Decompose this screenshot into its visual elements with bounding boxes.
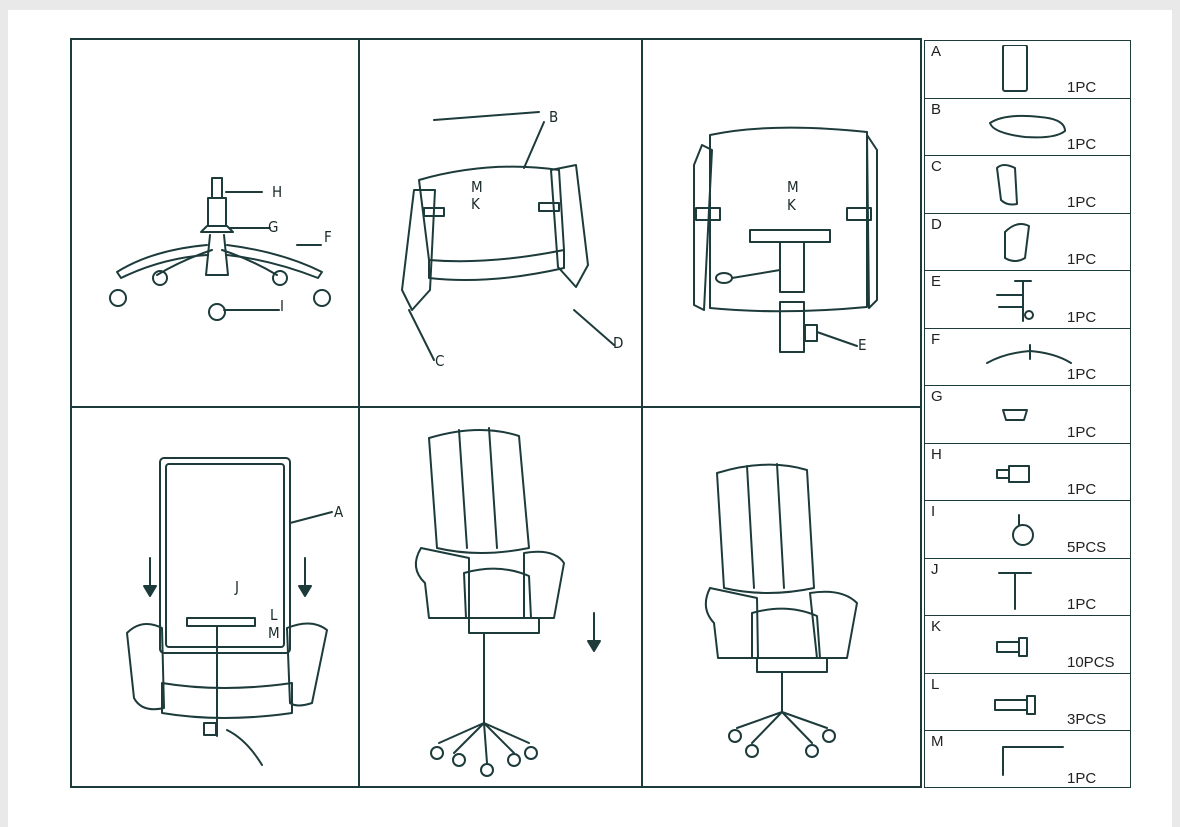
part-qty: 1PC [1067, 769, 1097, 787]
part-row-l: L 3PCS [925, 674, 1130, 731]
base-icon [986, 343, 1072, 364]
part-qty: 3PCS [1067, 711, 1107, 728]
part-row-b: B 1PC [925, 99, 1130, 156]
part-letter: M [931, 733, 944, 750]
callout-a: A [334, 503, 344, 521]
armrest-right-icon [1004, 222, 1030, 262]
instruction-page [8, 10, 1172, 827]
callout-g: G [268, 218, 279, 236]
part-row-f: F 1PC [925, 329, 1130, 386]
step-5-chair-mount [359, 408, 641, 788]
part-letter: K [931, 618, 942, 635]
step-4-backrest-assembly: A J L M [72, 408, 358, 788]
finished-chair-diagram [704, 463, 858, 758]
backrest-icon [1002, 45, 1028, 92]
part-letter: G [931, 388, 943, 405]
part-letter: J [931, 560, 939, 578]
chair-drop-diagram [414, 427, 601, 777]
callout-j: J [235, 578, 239, 596]
callout-f: F [324, 228, 332, 246]
part-qty: 1PC [1067, 308, 1097, 326]
callout-i: I [280, 297, 284, 315]
allen-key-icon [1002, 746, 1064, 776]
parts-list: A 1PC B 1PC C 1PC D 1PC E 1PC F 1PC G 1P… [924, 40, 1131, 788]
part-qty: 1PC [1067, 596, 1097, 613]
part-qty: 10PCS [1067, 653, 1115, 671]
part-row-d: D 1PC [925, 214, 1130, 271]
caster-icon [1012, 514, 1034, 546]
part-letter: H [931, 445, 942, 463]
part-qty: 1PC [1067, 78, 1097, 96]
short-screw-icon [996, 637, 1028, 657]
callout-m: M [787, 178, 799, 196]
armrest-left-icon [996, 164, 1018, 206]
long-screw-icon [994, 694, 1036, 715]
callout-d: D [613, 334, 624, 352]
step-1-base-assembly: H G F I [72, 40, 358, 406]
part-qty: 1PC [1067, 136, 1097, 153]
part-letter: E [931, 273, 942, 290]
callout-k: K [471, 195, 480, 213]
callout-k: K [787, 196, 796, 214]
backrest-diagram [126, 457, 333, 766]
part-row-c: C 1PC [925, 156, 1130, 214]
part-row-k: K 10PCS [925, 616, 1130, 674]
callout-m: M [268, 624, 280, 642]
step-6-finished-chair [642, 408, 922, 788]
part-qty: 5PCS [1067, 538, 1107, 556]
step-2-armrest-assembly: B M K C D [359, 40, 641, 406]
part-letter: B [931, 100, 942, 118]
t-bracket-icon [998, 571, 1032, 610]
part-letter: L [931, 675, 940, 693]
base-diagram [109, 177, 331, 321]
part-letter: D [931, 215, 942, 233]
callout-b: B [549, 108, 559, 126]
gas-lift-icon [996, 464, 1030, 483]
part-row-h: H 1PC [925, 444, 1130, 501]
step-3-mechanism-assembly: M K E [642, 40, 922, 406]
part-row-j: J 1PC [925, 559, 1130, 616]
mechanism-icon [996, 280, 1034, 322]
cover-icon [1002, 409, 1028, 421]
callout-m: M [471, 178, 483, 196]
part-qty: 1PC [1067, 423, 1097, 441]
part-row-g: G 1PC [925, 386, 1130, 444]
part-row-e: E 1PC [925, 271, 1130, 329]
mechanism-diagram [693, 126, 878, 353]
seat-armrest-diagram [401, 111, 615, 361]
part-row-m: M 1PC [925, 731, 1130, 789]
part-qty: 1PC [1067, 366, 1097, 383]
callout-l: L [270, 606, 278, 624]
part-qty: 1PC [1067, 481, 1097, 498]
callout-e: E [858, 336, 867, 354]
part-letter: I [931, 503, 936, 520]
part-letter: C [931, 158, 942, 175]
part-qty: 1PC [1067, 251, 1097, 268]
part-letter: A [931, 43, 942, 60]
part-qty: 1PC [1067, 193, 1097, 211]
callout-c: C [435, 352, 445, 370]
part-letter: F [931, 330, 941, 348]
part-row-a: A 1PC [925, 41, 1130, 99]
part-row-i: I 5PCS [925, 501, 1130, 559]
callout-h: H [272, 183, 283, 201]
assembly-steps-grid: H G F I B M K C D [70, 38, 922, 788]
seat-icon [989, 114, 1066, 138]
